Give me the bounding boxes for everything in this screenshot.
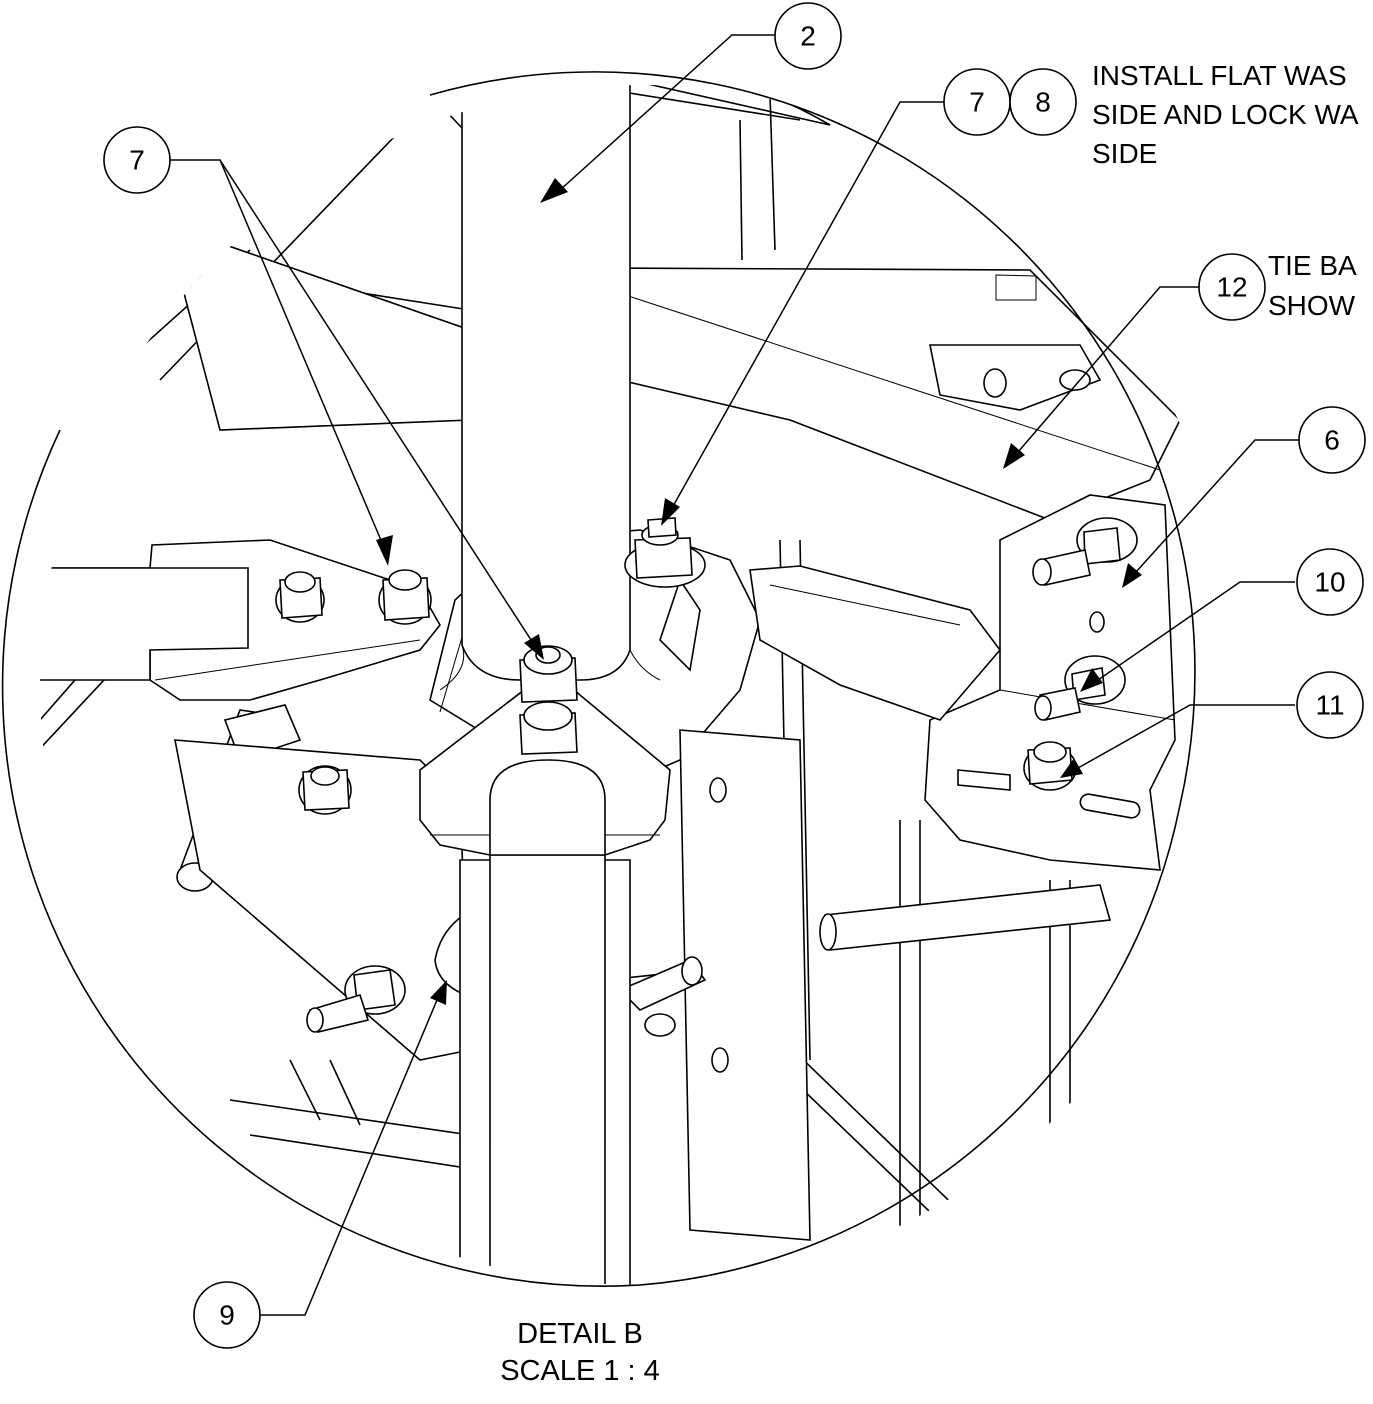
svg-text:7: 7 (129, 145, 145, 176)
svg-text:2: 2 (800, 21, 816, 52)
nut-center-lower (519, 701, 578, 755)
svg-text:12: 12 (1216, 272, 1247, 303)
balloon-9: 9 (193, 1281, 261, 1349)
svg-text:7: 7 (969, 87, 985, 118)
balloon-11: 11 (1296, 671, 1364, 739)
nut-center-upper (519, 645, 578, 703)
svg-text:9: 9 (219, 1300, 235, 1331)
svg-text:SIDE: SIDE (1092, 138, 1157, 169)
svg-text:10: 10 (1314, 567, 1345, 598)
svg-text:TIE BA: TIE BA (1268, 250, 1357, 281)
left-plate (168, 235, 471, 431)
balloon-6: 6 (1298, 406, 1366, 474)
bolt-lower-left (306, 965, 406, 1033)
detail-boundary (429, 71, 1196, 806)
balloon-12: 12 (1198, 253, 1266, 321)
detail-view (40, 85, 1181, 1285)
balloon-8: 8 (1009, 68, 1077, 136)
vertical-channel (679, 729, 811, 1241)
nut-lower-left (298, 765, 352, 815)
svg-text:SHOW: SHOW (1268, 290, 1356, 321)
cross-arm (749, 565, 1002, 721)
detail-name: DETAIL B (517, 1318, 643, 1350)
nut-left-1 (275, 571, 325, 623)
leader-lines (170, 34, 1300, 1316)
washer-note: INSTALL FLAT WAS SIDE AND LOCK WA SIDE (1092, 60, 1359, 169)
svg-text:INSTALL FLAT WAS: INSTALL FLAT WAS (1092, 60, 1347, 91)
svg-text:8: 8 (1035, 87, 1051, 118)
detail-scale: SCALE 1 : 4 (500, 1355, 660, 1387)
bolt-item-6 (1032, 517, 1138, 586)
left-channel (40, 567, 249, 681)
svg-text:11: 11 (1315, 690, 1344, 721)
balloon-10: 10 (1296, 548, 1364, 616)
balloon-7-left: 7 (103, 126, 171, 194)
nut-left-2 (378, 569, 432, 625)
main-post (461, 85, 631, 681)
nut-upper-right (624, 517, 706, 588)
right-rod (824, 884, 1112, 951)
tie-bar-note: TIE BA SHOW (1268, 250, 1357, 321)
nut-item-11 (1023, 741, 1077, 791)
detail-title: DETAIL B SCALE 1 : 4 (500, 1318, 660, 1387)
svg-text:SIDE AND LOCK WA: SIDE AND LOCK WA (1092, 99, 1359, 130)
balloon-7-right: 7 (943, 68, 1011, 136)
svg-text:6: 6 (1324, 425, 1340, 456)
balloon-2: 2 (774, 2, 842, 70)
